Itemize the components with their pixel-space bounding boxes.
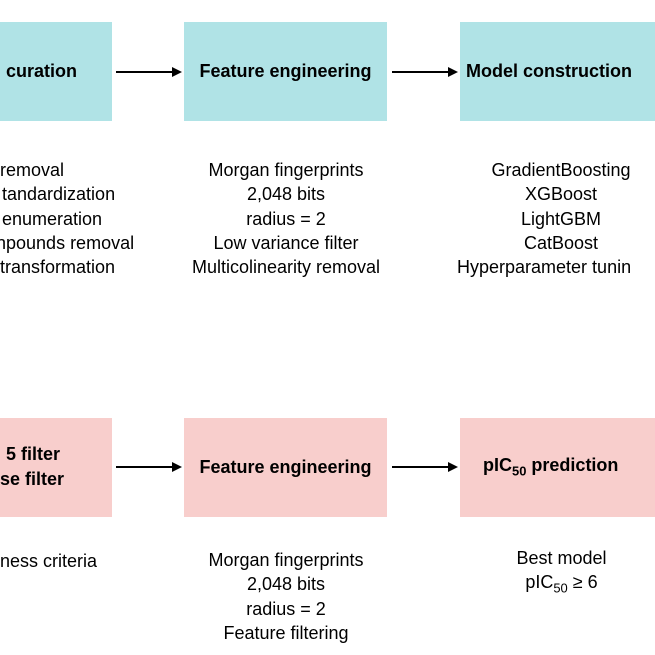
curation-step: transformation xyxy=(0,257,116,278)
filter-label: 5 filter se filter xyxy=(0,442,64,492)
feature-engineering-label-2: Feature engineering xyxy=(199,457,372,477)
prediction-label-sub: 50 xyxy=(512,463,527,479)
prediction-label-post: prediction xyxy=(526,455,619,475)
feature-item: Morgan fingerprints xyxy=(208,550,364,570)
curation-step: removal xyxy=(0,160,65,180)
model-item: LightGBM xyxy=(520,208,602,229)
pic50-threshold-text: pIC50 ≥ 6 xyxy=(459,570,655,596)
model-item: Hyperparameter tunin xyxy=(457,257,632,278)
pic50-sub: 50 xyxy=(553,580,568,596)
feature-engineering-box-2: Feature engineering xyxy=(184,418,387,517)
prediction-result-list: Best model pIC50 ≥ 6 xyxy=(459,546,655,595)
prediction-box: pIC50 prediction xyxy=(460,418,655,517)
model-construction-box: Model construction xyxy=(460,22,655,121)
model-item: XGBoost xyxy=(524,184,598,205)
feature-item: 2,048 bits xyxy=(246,184,326,205)
best-model-text: Best model xyxy=(516,548,607,568)
pic50-pre: pIC xyxy=(525,572,554,593)
model-construction-label: Model construction xyxy=(466,61,632,81)
filter-criteria-list: ness criteria xyxy=(0,549,97,573)
feature-engineering-box-1: Feature engineering xyxy=(184,22,387,121)
feature-engineering-list-1: Morgan fingerprints 2,048 bits radius = … xyxy=(170,158,402,279)
model-list: GradientBoosting XGBoost LightGBM CatBoo… xyxy=(449,158,655,279)
feature-engineering-list-2: Morgan fingerprints 2,048 bits radius = … xyxy=(170,548,402,645)
feature-item: 2,048 bits xyxy=(246,574,326,595)
filter-criteria-item: ness criteria xyxy=(0,551,98,571)
data-curation-box: curation xyxy=(0,22,112,121)
feature-item: Feature filtering xyxy=(223,622,349,643)
model-item: GradientBoosting xyxy=(491,160,631,180)
prediction-label: pIC50 prediction xyxy=(483,453,618,478)
feature-item: Multicolinearity removal xyxy=(191,257,381,278)
filter-box: 5 filter se filter xyxy=(0,418,112,517)
arrow-3 xyxy=(116,462,182,472)
feature-item: radius = 2 xyxy=(246,598,326,619)
curation-step: npounds removal xyxy=(0,232,135,253)
model-item: CatBoost xyxy=(523,232,599,253)
filter-label-line-1: 5 filter xyxy=(6,444,61,464)
feature-item: radius = 2 xyxy=(246,208,326,229)
arrow-2 xyxy=(392,67,458,77)
pic50-post: ≥ 6 xyxy=(567,572,598,593)
curation-step: enumeration xyxy=(2,208,103,229)
feature-engineering-label-1: Feature engineering xyxy=(199,61,372,81)
feature-item: Low variance filter xyxy=(213,232,359,253)
prediction-label-pre: pIC xyxy=(483,455,512,475)
curation-step: tandardization xyxy=(2,184,116,205)
data-curation-label: curation xyxy=(5,61,77,81)
arrow-1 xyxy=(116,67,182,77)
feature-item: Morgan fingerprints xyxy=(208,160,364,180)
filter-label-line-2: se filter xyxy=(0,469,65,489)
arrow-4 xyxy=(392,462,458,472)
curation-steps-list: removal tandardization enumeration npoun… xyxy=(0,158,134,279)
